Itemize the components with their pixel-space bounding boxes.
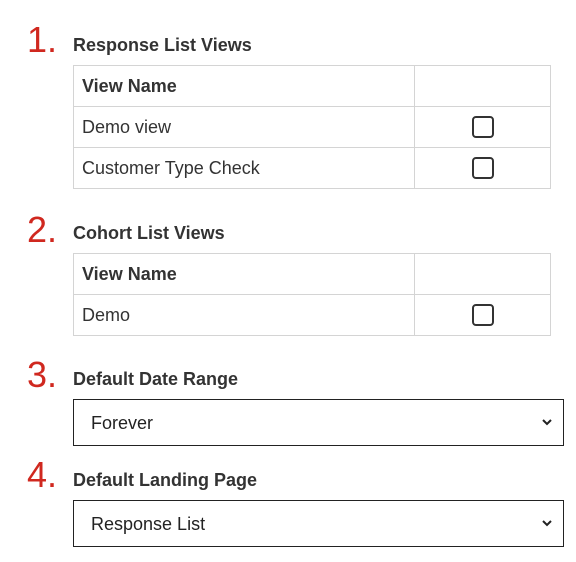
view-checkbox[interactable] xyxy=(471,304,494,327)
view-name-cell: Customer Type Check xyxy=(73,147,415,189)
date-range-selected-value: Forever xyxy=(91,413,154,433)
date-range-select[interactable]: Forever xyxy=(73,399,564,446)
checkbox-cell xyxy=(414,106,551,148)
section-number-3: 3. xyxy=(27,354,58,395)
view-checkbox[interactable] xyxy=(471,157,494,180)
chevron-down-icon xyxy=(542,520,552,527)
chevron-down-icon xyxy=(542,419,552,426)
section-title-response-list-views: Response List Views xyxy=(73,35,252,55)
landing-page-selected-value: Response List xyxy=(91,514,206,534)
section-title-cohort-list-views: Cohort List Views xyxy=(73,223,225,243)
section-number-2: 2. xyxy=(27,209,58,250)
column-header-view-name: View Name xyxy=(73,253,415,295)
column-header-empty xyxy=(414,253,551,295)
section-title-default-landing-page: Default Landing Page xyxy=(73,470,258,490)
response-list-views-table: View Name Demo view Customer Type Check xyxy=(73,65,551,189)
column-header-view-name: View Name xyxy=(73,65,415,107)
section-number-4: 4. xyxy=(27,454,58,495)
table-row: Customer Type Check xyxy=(73,147,551,189)
checkbox-cell xyxy=(414,147,551,189)
view-name-cell: Demo xyxy=(73,294,415,336)
landing-page-select[interactable]: Response List xyxy=(73,500,564,547)
table-header-row: View Name xyxy=(73,65,551,107)
column-header-empty xyxy=(414,65,551,107)
table-header-row: View Name xyxy=(73,253,551,295)
checkbox-cell xyxy=(414,294,551,336)
section-number-1: 1. xyxy=(27,19,58,60)
table-row: Demo view xyxy=(73,106,551,148)
cohort-list-views-table: View Name Demo xyxy=(73,253,551,336)
section-title-default-date-range: Default Date Range xyxy=(73,369,239,389)
view-name-cell: Demo view xyxy=(73,106,415,148)
view-checkbox[interactable] xyxy=(471,116,494,139)
table-row: Demo xyxy=(73,294,551,336)
